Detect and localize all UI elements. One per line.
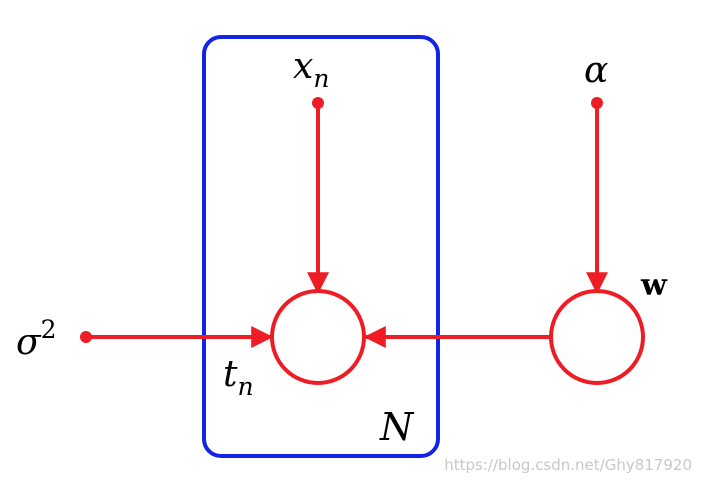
node-xn-dot bbox=[312, 97, 324, 109]
label-tn-sub: n bbox=[237, 372, 253, 401]
plate-box bbox=[202, 35, 440, 458]
watermark: https://blog.csdn.net/Ghy817920 bbox=[444, 456, 692, 474]
label-sigma2: σ2 bbox=[16, 315, 56, 363]
label-xn-sub: n bbox=[313, 64, 329, 93]
node-sigma2-dot bbox=[80, 331, 92, 343]
label-alpha: α bbox=[584, 50, 608, 91]
label-sigma2-sup: 2 bbox=[41, 315, 57, 344]
node-tn-circle bbox=[270, 289, 366, 385]
label-tn-base: t bbox=[223, 354, 238, 395]
label-xn-base: x bbox=[293, 46, 313, 87]
node-w-circle bbox=[549, 289, 645, 385]
node-alpha-dot bbox=[591, 97, 603, 109]
label-plate-n: N bbox=[379, 405, 415, 449]
label-tn: tn bbox=[223, 354, 254, 401]
label-sigma2-base: σ bbox=[16, 322, 42, 363]
label-xn: xn bbox=[293, 46, 329, 93]
label-w: w bbox=[640, 268, 668, 303]
